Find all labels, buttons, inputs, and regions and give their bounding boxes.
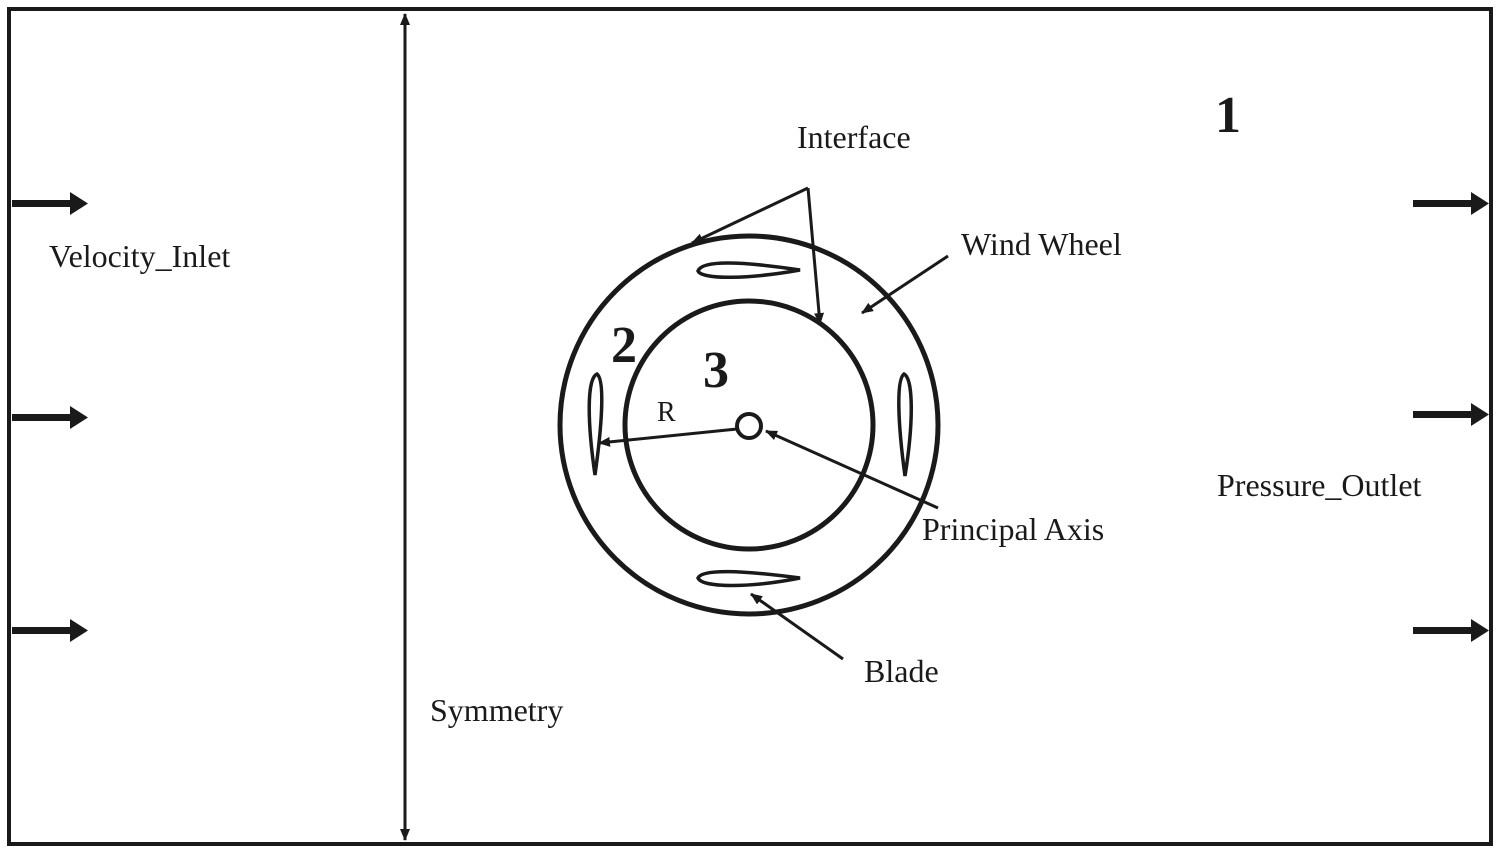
blade-right — [897, 371, 914, 477]
interface-label: Interface — [797, 119, 911, 155]
domain-boundary — [7, 7, 1493, 846]
blade-leader — [750, 592, 844, 661]
interface-leader-inner — [806, 187, 825, 325]
inlet-flow-arrows — [12, 192, 88, 642]
radius-label: R — [657, 397, 676, 428]
principal-axis-leader — [765, 429, 939, 510]
blade-left — [587, 372, 604, 476]
velocity-inlet-label: Velocity_Inlet — [49, 238, 230, 274]
interface-leader-outer — [691, 186, 809, 245]
inner-interface-circle — [622, 298, 876, 552]
zone-2-label: 2 — [611, 317, 637, 374]
leader-lines — [691, 186, 949, 661]
wind-wheel-label: Wind Wheel — [961, 226, 1122, 262]
inlet-arrow-icon — [12, 619, 88, 642]
blade-top — [696, 261, 801, 280]
outlet-arrow-icon — [1413, 403, 1489, 426]
inlet-arrow-icon — [12, 406, 88, 429]
symmetry-label: Symmetry — [430, 692, 563, 728]
pressure-outlet-label: Pressure_Outlet — [1217, 467, 1422, 503]
zone-1-label: 1 — [1215, 87, 1241, 144]
principal-axis-label: Principal Axis — [922, 511, 1104, 547]
blades — [587, 261, 914, 588]
principal-axis-shaft — [735, 412, 763, 440]
inlet-arrow-icon — [12, 192, 88, 215]
outlet-flow-arrows — [1413, 192, 1489, 642]
blade-bottom — [696, 569, 801, 588]
outer-interface-circle — [557, 233, 941, 617]
wind-wheel-leader — [861, 254, 949, 315]
radius-arrow — [598, 427, 738, 447]
outlet-arrow-icon — [1413, 192, 1489, 215]
blade-label: Blade — [864, 653, 939, 689]
zone-3-label: 3 — [703, 342, 729, 399]
outlet-arrow-icon — [1413, 619, 1489, 642]
